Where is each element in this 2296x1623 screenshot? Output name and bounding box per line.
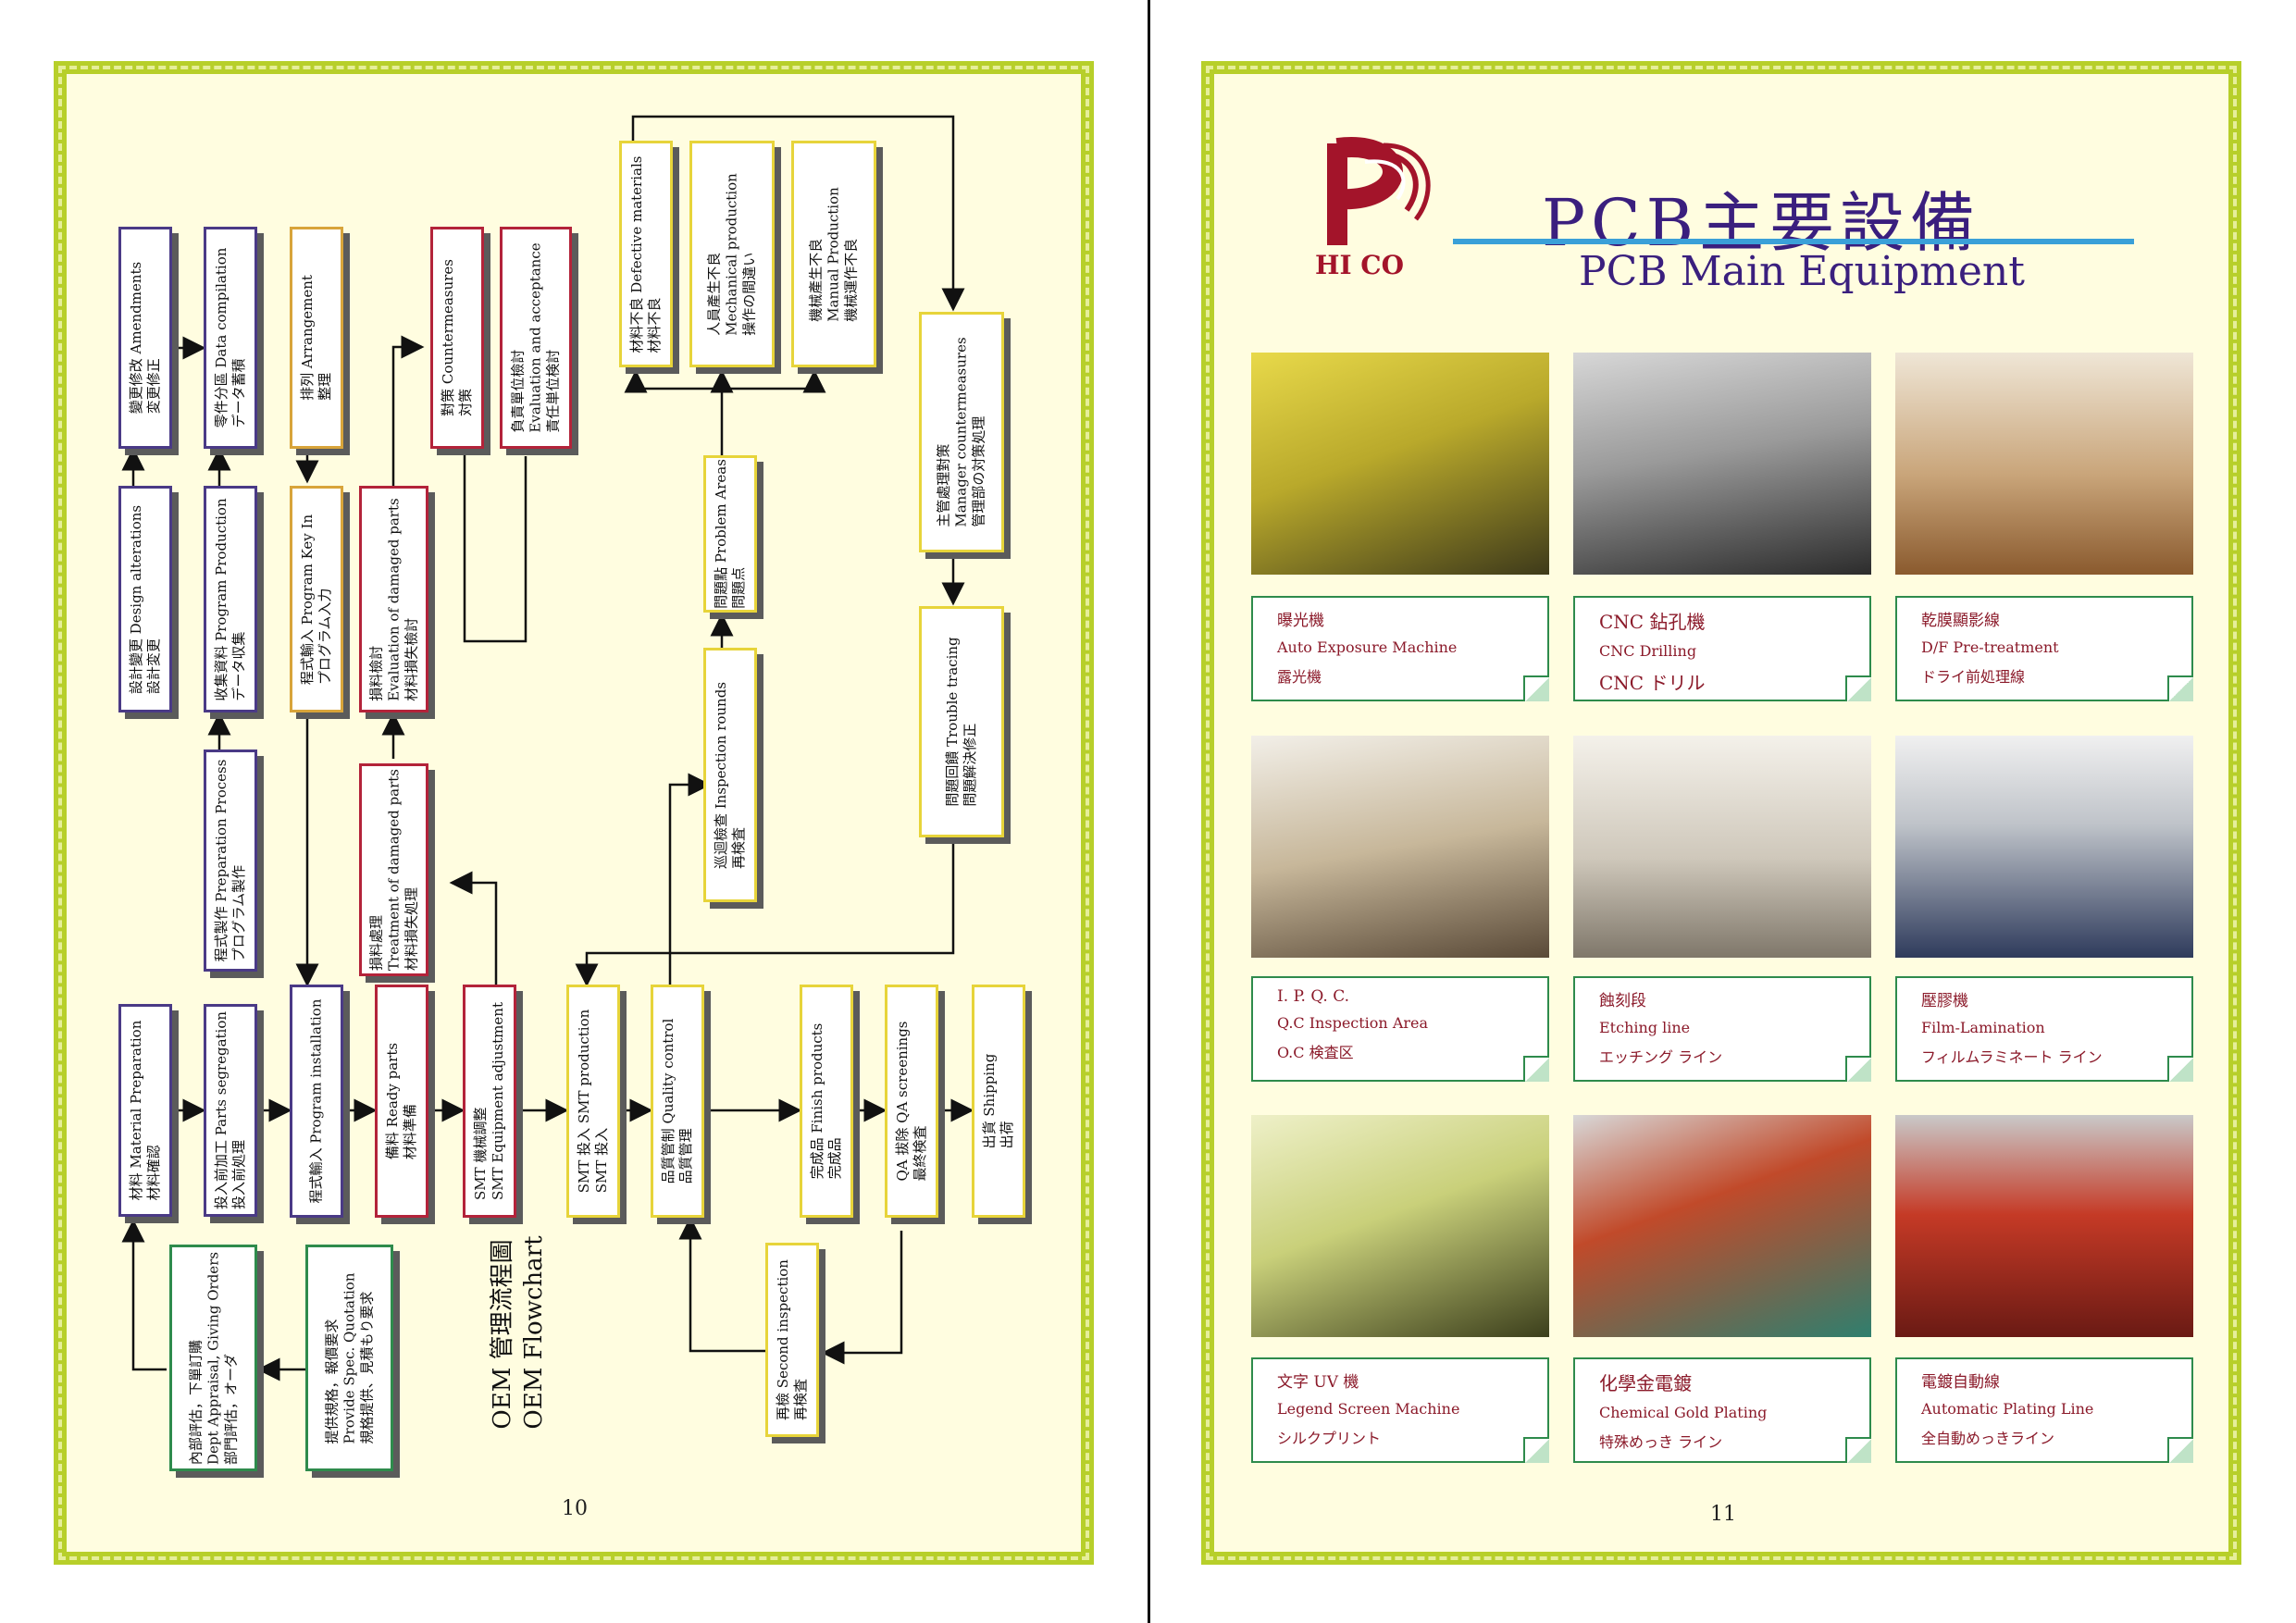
photo-qc-inspection	[1251, 736, 1549, 958]
equipment-card-4: I. P. Q. C. Q.C Inspection Area O.C 検査区	[1251, 976, 1549, 1082]
equipment-card-6: 壓膠機 Film-Lamination フィルムラミネート ライン	[1895, 976, 2193, 1082]
page-title-en: PCB Main Equipment	[1579, 248, 2025, 295]
box-program-installation: 程式輸入 Program installation	[290, 985, 343, 1218]
equipment-card-3: 乾膜顯影線 D/F Pre-treatment ドライ前処理線	[1895, 596, 2193, 701]
equipment-card-5: 蝕刻段 Etching line エッチング ライン	[1573, 976, 1871, 1082]
book-spine	[1148, 0, 1150, 1623]
hico-logo: HI CO	[1309, 134, 1439, 280]
photo-auto-exposure	[1251, 353, 1549, 575]
equipment-card-7: 文字 UV 機 Legend Screen Machine シルクプリント	[1251, 1357, 1549, 1463]
equipment-card-9: 電鍍自動線 Automatic Plating Line 全自動めっきライン	[1895, 1357, 2193, 1463]
photo-automatic-plating	[1895, 1115, 2193, 1337]
page-number-right: 11	[1710, 1503, 1736, 1526]
title-underline	[1453, 239, 2134, 244]
logo-text: HI CO	[1315, 250, 1404, 280]
page-number-left: 10	[562, 1497, 588, 1520]
photo-film-lamination	[1895, 736, 2193, 958]
photo-legend-screen	[1251, 1115, 1549, 1337]
photo-etching-line	[1573, 736, 1871, 958]
photo-cnc-drilling	[1573, 353, 1871, 575]
flowchart-title: OEM 管理流程圖 OEM Flowchart	[489, 1235, 548, 1430]
page-title-cn: PCB主要設備	[1542, 185, 1981, 261]
photo-chemical-gold	[1573, 1115, 1871, 1337]
photo-df-pretreatment	[1895, 353, 2193, 575]
equipment-card-1: 曝光機 Auto Exposure Machine 露光機	[1251, 596, 1549, 701]
equipment-card-8: 化學金電鍍 Chemical Gold Plating 特殊めっき ライン	[1573, 1357, 1871, 1463]
equipment-card-2: CNC 鉆孔機 CNC Drilling CNC ドリル	[1573, 596, 1871, 701]
